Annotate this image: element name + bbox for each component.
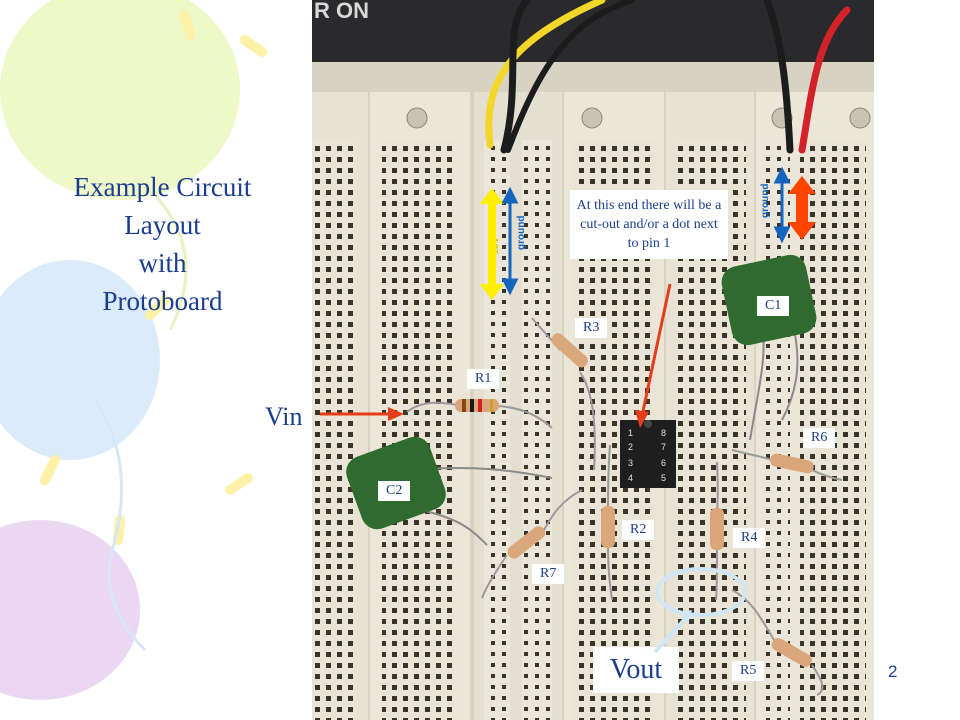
resistor-r3: [531, 317, 596, 471]
label-c1: C1: [757, 296, 790, 316]
rail-arrow-negative: [480, 188, 504, 300]
resistor-r7: [481, 489, 583, 599]
chip-pin-6: 6: [661, 458, 666, 468]
balloon-blue: [0, 260, 160, 460]
title-line-3: with: [138, 248, 187, 278]
chip-pin-4: 4: [628, 473, 633, 483]
resistor-r2: [601, 444, 615, 601]
label-c2: C2: [378, 481, 411, 501]
balloon-green: [0, 0, 240, 200]
label-r1: R1: [467, 369, 500, 389]
label-r5: R5: [732, 661, 765, 681]
rail-arrow-ground-right: [773, 166, 791, 244]
pin1-callout: At this end there will be a cut-out and/…: [570, 190, 728, 259]
vout-label: Vout: [593, 647, 679, 693]
chip-pin-7: 7: [661, 442, 666, 452]
chip-pin-5: 5: [661, 473, 666, 483]
power-panel: [312, 0, 874, 62]
power-wires: [485, 0, 851, 154]
power-panel-text: R ON: [314, 0, 369, 23]
rail-arrow-ground-left: [501, 186, 519, 296]
label-r7: R7: [532, 564, 565, 584]
resistor-r1: [406, 399, 553, 429]
chip-pin-8: 8: [661, 428, 666, 438]
op-amp-chip: 1 2 3 4 8 7 6 5: [620, 420, 676, 488]
title-line-2: Layout: [124, 210, 201, 240]
label-r6: R6: [803, 428, 836, 448]
chip-pin-3: 3: [628, 458, 633, 468]
rail-label-ground-left: ground: [516, 216, 527, 250]
breadboard-strips: [312, 92, 874, 720]
protoboard-photo: R ON: [312, 0, 874, 720]
rail-label-ground-right: ground: [760, 184, 771, 218]
title-line-4: Protoboard: [102, 286, 223, 316]
chip-pin-2: 2: [628, 442, 633, 452]
balloon-purple: [0, 520, 140, 700]
slide-number: 2: [888, 662, 898, 681]
chip-pin-1: 1: [628, 428, 633, 438]
rail-arrow-positive: [788, 176, 816, 240]
label-r3: R3: [575, 318, 608, 338]
label-r2: R2: [622, 520, 655, 540]
label-r4: R4: [733, 528, 766, 548]
resistor-r6: [731, 449, 843, 481]
page-title: Example Circuit Layout with Protoboard: [40, 168, 285, 320]
vin-label: Vin: [265, 402, 303, 431]
protoboard-svg: R ON: [312, 0, 874, 720]
title-line-1: Example Circuit: [73, 172, 252, 202]
